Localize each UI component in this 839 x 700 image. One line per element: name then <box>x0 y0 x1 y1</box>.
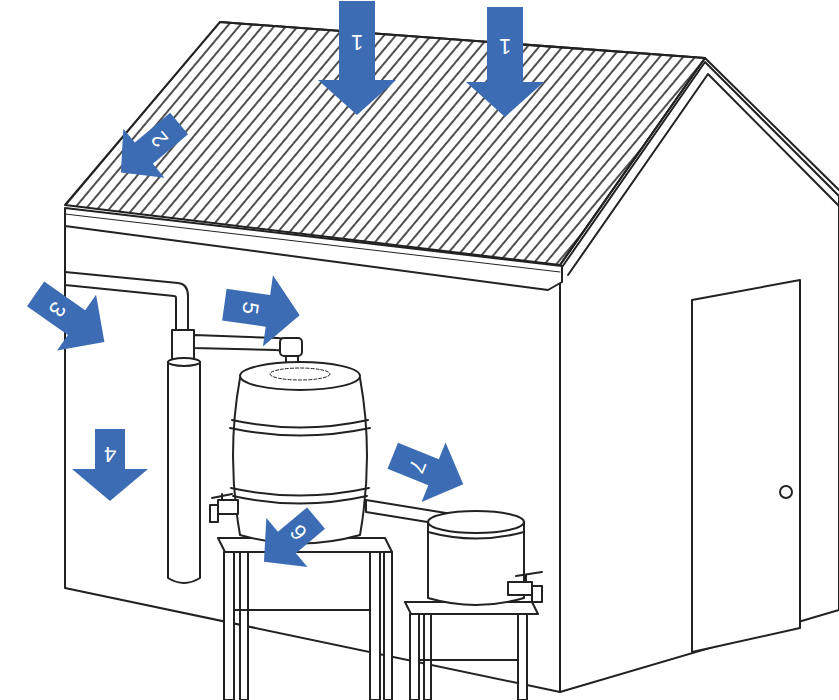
barrel-hoop <box>231 488 369 496</box>
barrel-hoop <box>233 496 367 504</box>
barrel-lid <box>240 362 360 390</box>
first-flush-diverter <box>168 362 200 583</box>
small-tap <box>508 572 542 602</box>
callout-arrow <box>16 266 124 370</box>
tee-fitting <box>172 330 194 360</box>
barrel-hoop <box>230 428 370 436</box>
roof-edge-lower <box>568 74 839 275</box>
callout-number: 1 <box>499 35 511 57</box>
callout-arrow <box>466 7 544 117</box>
small-tank-lid <box>428 511 524 533</box>
door-knob <box>780 486 792 498</box>
callout-arrow <box>243 494 336 587</box>
callout-number: 4 <box>104 443 116 465</box>
elbow <box>280 338 302 356</box>
callout-arrow <box>381 426 475 514</box>
callout-arrow <box>219 269 304 351</box>
tank-band <box>428 532 524 539</box>
barrel-screen <box>270 368 330 380</box>
roof-ridge <box>220 22 705 58</box>
barrel-tap <box>210 494 238 522</box>
barrel-stand <box>218 538 392 700</box>
small-stand <box>405 602 538 700</box>
callout-arrow <box>318 1 396 115</box>
front-wall <box>65 220 560 692</box>
callout-arrow <box>100 99 199 197</box>
roof-edge <box>560 58 839 265</box>
callout-arrow <box>72 429 148 501</box>
diverter-top <box>168 358 200 366</box>
gutter <box>65 208 562 290</box>
gutter-lip <box>65 214 560 272</box>
callout-number: 1 <box>351 31 363 53</box>
barrel-hoop <box>232 420 368 428</box>
door <box>692 280 800 652</box>
